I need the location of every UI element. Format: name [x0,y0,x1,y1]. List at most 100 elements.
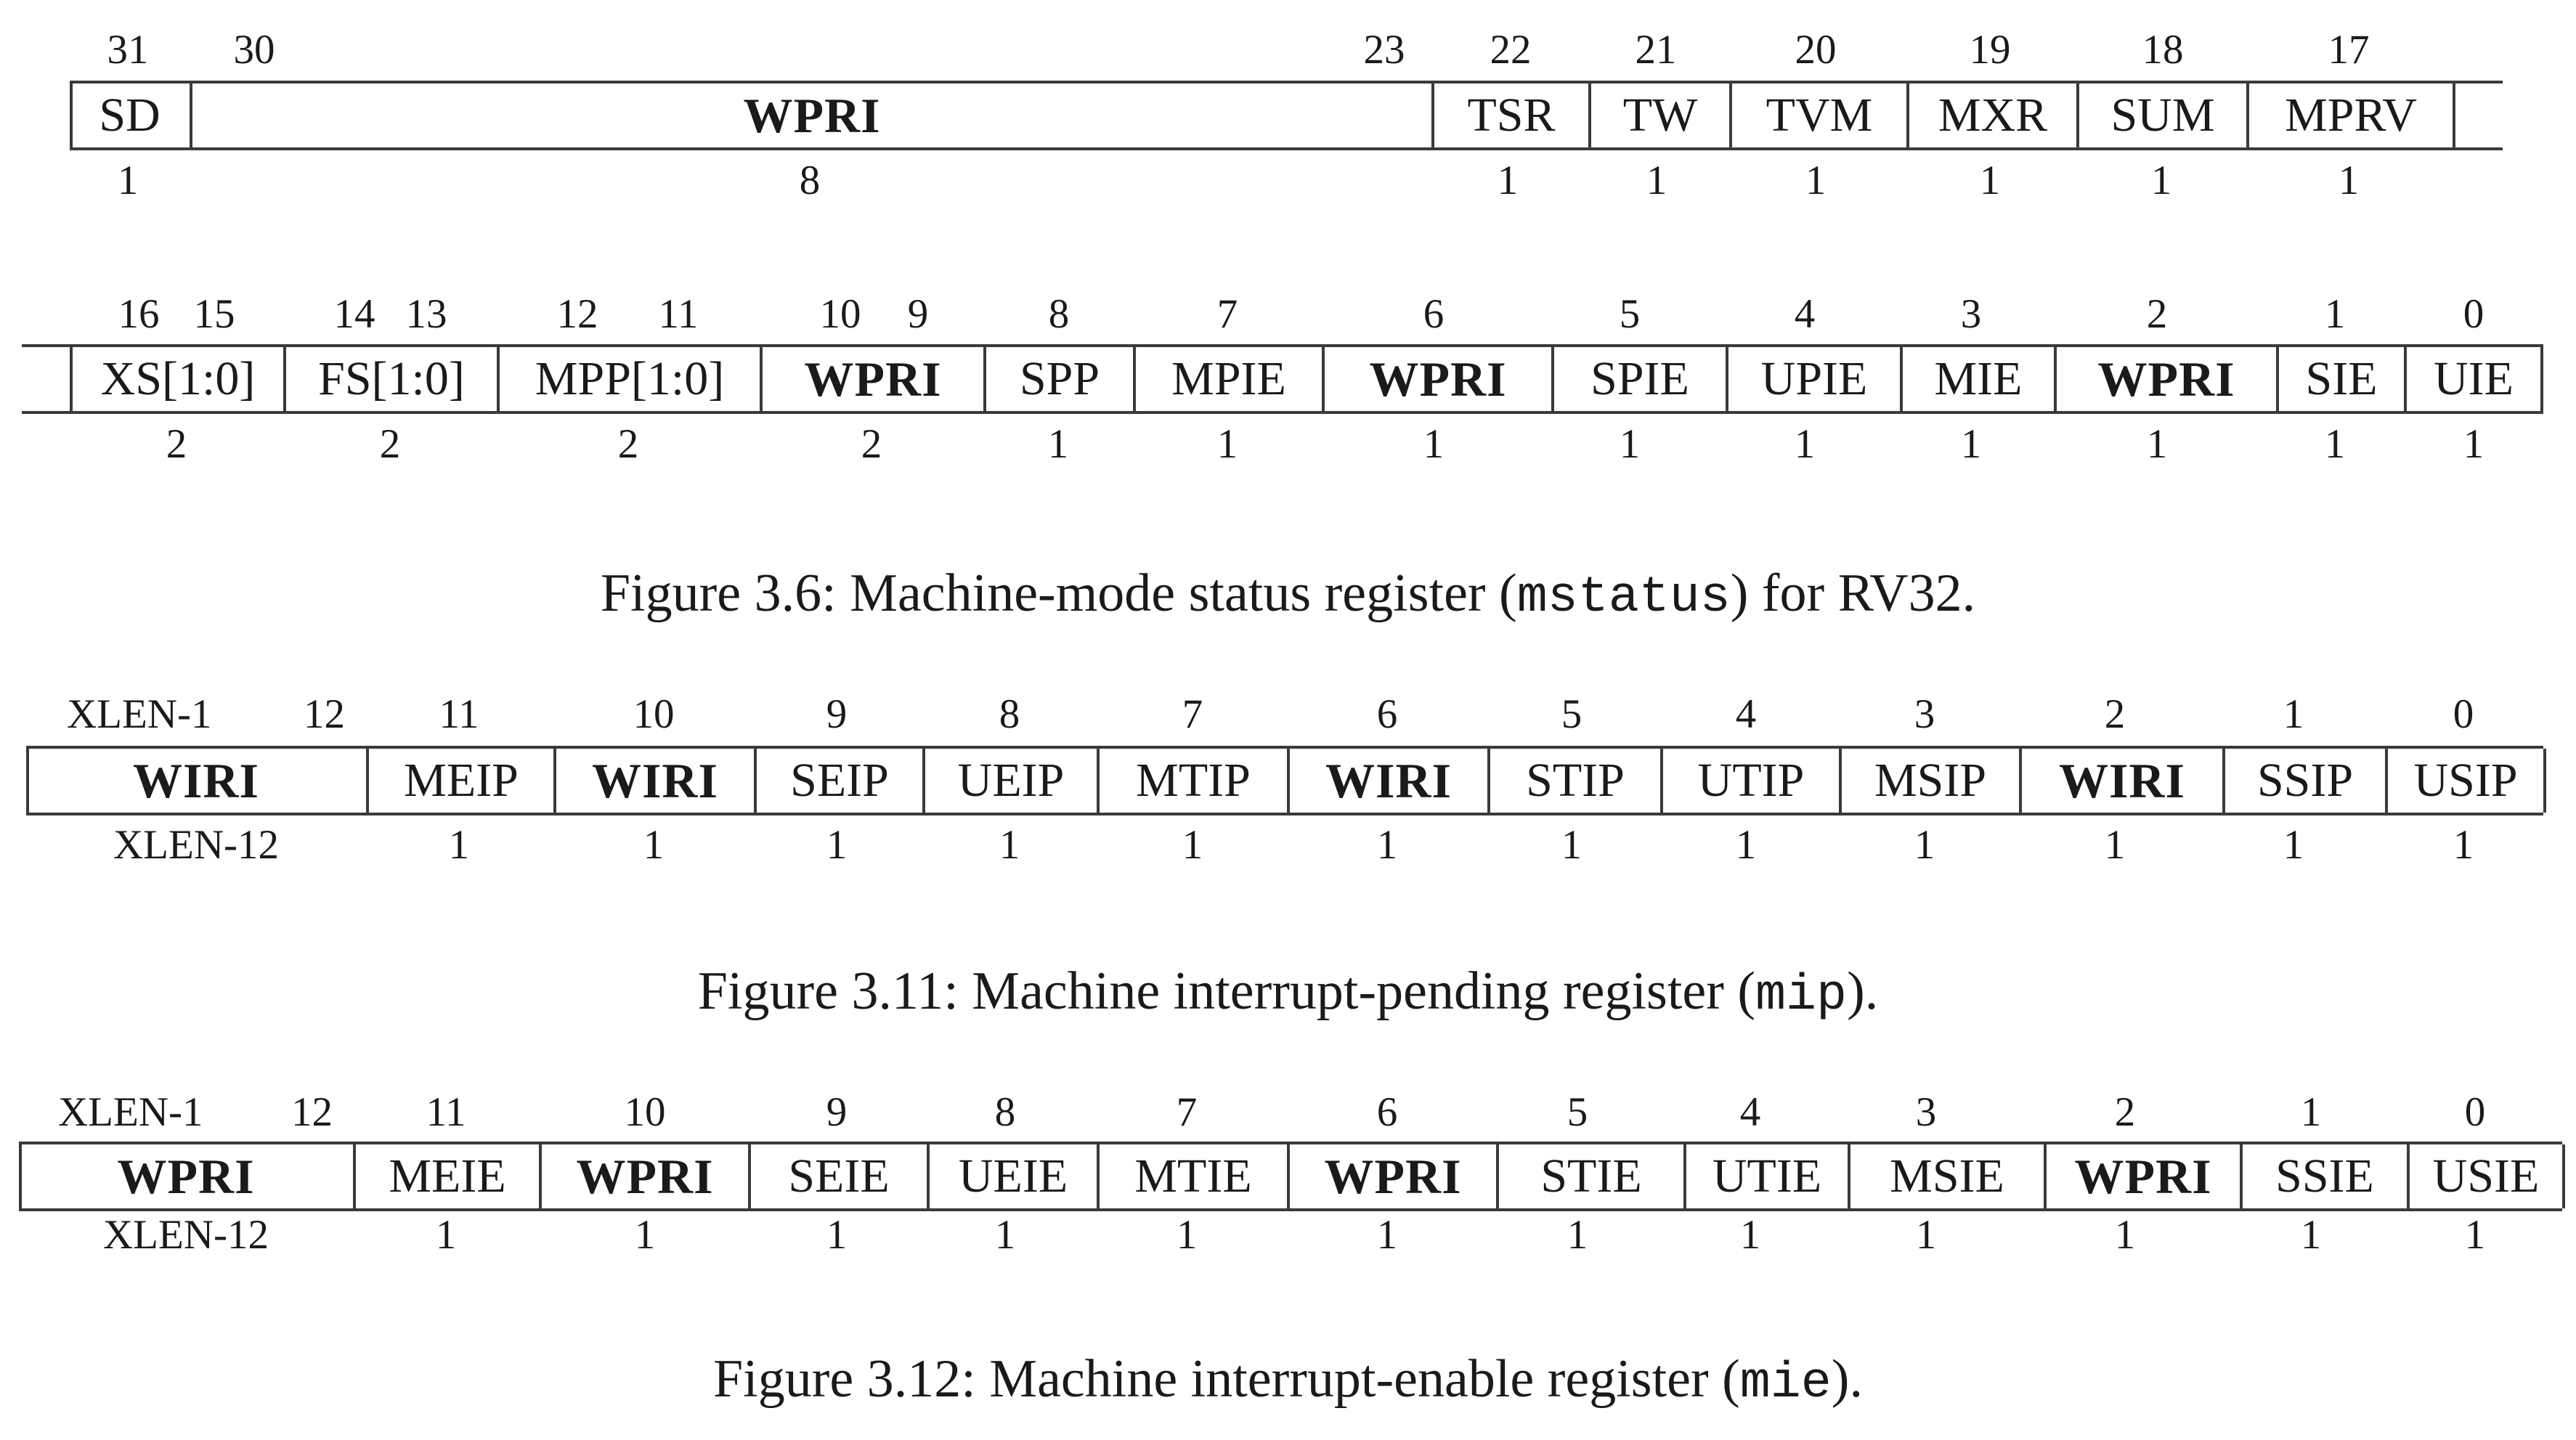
bit-index: 1 [2283,691,2304,737]
field-width: 1 [1960,421,1982,467]
bit-index: 1 [2300,1089,2322,1135]
bit-index: 4 [1794,291,1816,337]
field-width: 1 [1979,158,2001,203]
field-width: 1 [1423,421,1445,467]
bit-index: 5 [1561,691,1582,737]
bit-index: 7 [1216,291,1238,337]
bit-index: 6 [1376,1089,1398,1135]
bit-index: 19 [1969,27,2011,73]
field-width: 2 [166,421,187,467]
field-width: 1 [2453,822,2474,868]
bit-index: 15 [193,291,235,337]
figure-caption: Figure 3.6: Machine-mode status register… [0,566,2576,624]
field-wpri: WPRI [1322,347,1551,411]
bit-index: 11 [426,1089,466,1135]
register-name: mip [1755,967,1848,1025]
field-ueie: UEIE [927,1144,1097,1208]
field-width: 2 [861,421,882,467]
field-wiri: WIRI [2019,749,2222,813]
field-width: 1 [2283,822,2304,868]
bit-index: 4 [1739,1089,1761,1135]
field-width: 2 [379,421,401,467]
field-width: 1 [2324,421,2346,467]
field-wpri: WPRI [2044,1144,2240,1208]
field-width: XLEN-12 [113,822,279,868]
field-seip: SEIP [754,749,922,813]
field-seie: SEIE [748,1144,927,1208]
field-width: 1 [1376,1212,1398,1258]
bit-index: 12 [304,691,345,737]
field-mpp: MPP[1:0] [497,347,760,411]
field-mxr: MXR [1906,84,2076,147]
bit-index: 0 [2463,291,2484,337]
bit-index: 10 [624,1089,666,1135]
register-name: mie [1739,1355,1832,1412]
field-width: 1 [448,822,470,868]
register-fields: SD WPRI TSR TW TVM MXR SUM MPRV [70,81,2503,150]
field-width: 1 [1047,421,1069,467]
bit-index: XLEN-1 [58,1089,203,1135]
field-ssip: SSIP [2222,749,2385,813]
field-xs: XS[1:0] [70,347,283,411]
field-width: 1 [1805,158,1827,203]
field-width: 2 [617,421,639,467]
bit-index: 2 [2104,691,2126,737]
field-wpri: WPRI [117,1148,255,1204]
field-continuation [2453,84,2506,147]
field-msip: MSIP [1839,749,2019,813]
register-fields: WIRI MEIP WIRI SEIP UEIP MTIP WIRI STIP … [26,746,2546,815]
field-upie: UPIE [1726,347,1900,411]
field-tsr: TSR [1431,84,1588,147]
field-width: 1 [1619,421,1641,467]
field-width: 1 [1794,421,1816,467]
bit-index: 9 [907,291,929,337]
field-stie: STIE [1496,1144,1683,1208]
bit-index: 22 [1490,27,1532,73]
field-width: 1 [2300,1212,2322,1258]
caption-text: Figure 3.11: Machine interrupt-pending r… [697,961,1756,1021]
caption-text: ) for RV32. [1730,564,1976,623]
field-mtip: MTIP [1097,749,1287,813]
bit-index: 2 [2146,291,2168,337]
field-width: 1 [1739,1212,1761,1258]
field-width: 1 [2338,158,2360,203]
field-width: 1 [1182,822,1203,868]
bit-index: 5 [1619,291,1641,337]
caption-text: ). [1847,961,1879,1021]
field-width: 1 [2463,421,2484,467]
bit-index: 7 [1182,691,1203,737]
register-fields: WPRI MEIE WPRI SEIE UEIE MTIE WPRI STIE … [19,1142,2565,1211]
bit-index: 7 [1176,1089,1198,1135]
bit-index: 16 [118,291,160,337]
field-utip: UTIP [1660,749,1839,813]
bit-index: 14 [333,291,375,337]
bit-index: 23 [1363,27,1405,73]
bit-index: 12 [556,291,598,337]
field-sie: SIE [2276,347,2404,411]
field-width: 1 [1176,1212,1198,1258]
field-width: 1 [1561,822,1582,868]
bit-index: 9 [826,691,848,737]
field-mie: MIE [1900,347,2054,411]
field-msie: MSIE [1848,1144,2044,1208]
field-width: 1 [435,1212,457,1258]
field-meip: MEIP [366,749,553,813]
bit-index: 2 [2114,1089,2136,1135]
field-width: 1 [634,1212,656,1258]
field-width: 1 [1216,421,1238,467]
field-width: 1 [1914,822,1935,868]
bit-index: 8 [1048,291,1070,337]
field-width: 1 [994,1212,1016,1258]
caption-text: ). [1831,1349,1863,1409]
field-ssie: SSIE [2240,1144,2407,1208]
bit-index: 9 [826,1089,848,1135]
bit-index: 0 [2464,1089,2486,1135]
field-width: 1 [1376,822,1398,868]
field-width: 1 [999,822,1020,868]
field-wpri: WPRI [760,347,983,411]
field-meie: MEIE [353,1144,539,1208]
field-sum: SUM [2076,84,2246,147]
bit-index: 0 [2453,691,2474,737]
field-continuation [22,347,70,411]
bit-index: 30 [233,27,275,73]
